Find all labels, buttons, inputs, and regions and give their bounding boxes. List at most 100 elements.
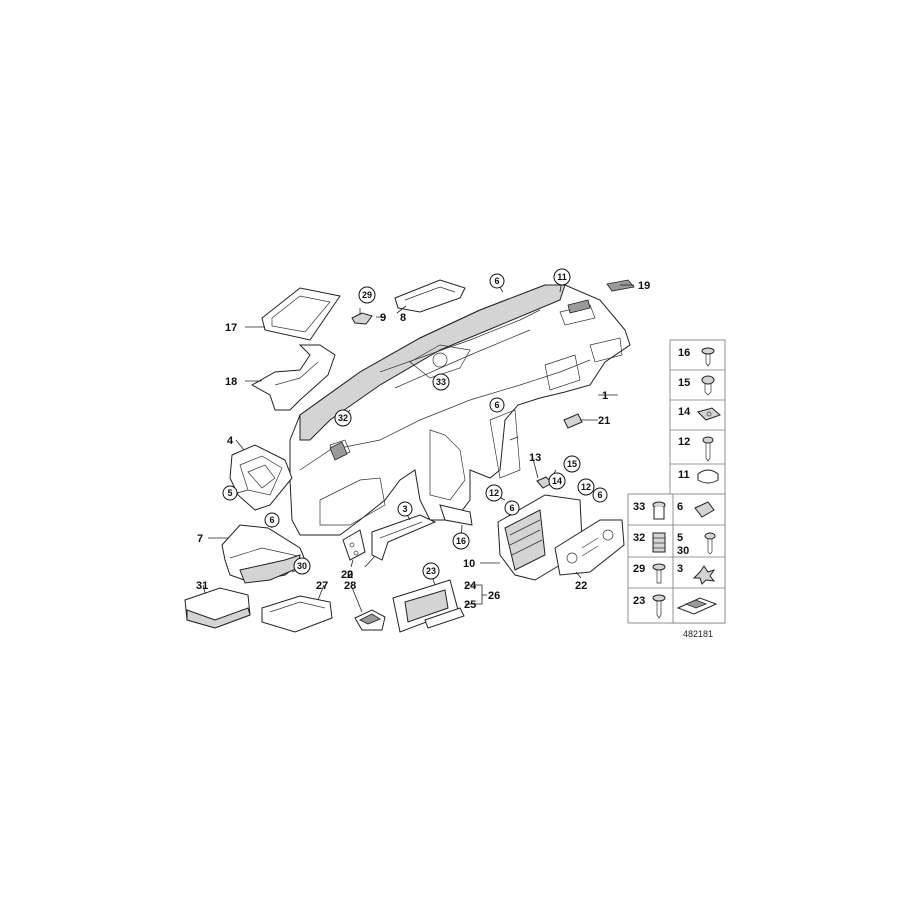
- callout-28: 28: [344, 580, 356, 592]
- part-31-module: [184, 587, 251, 629]
- legend-label-33: 33: [633, 501, 645, 513]
- callout-12-circled: 12: [485, 484, 503, 502]
- circled-callouts: 3 5 6 6 6 6 11 12 12 6 14 15 16 23 29 30…: [222, 268, 608, 580]
- part-3-strip: [371, 514, 437, 561]
- svg-text:6: 6: [509, 503, 514, 513]
- part-18-trim: [250, 344, 336, 411]
- callout-15-circled: 15: [563, 455, 581, 473]
- clip-6-icon: [694, 501, 715, 518]
- callout-6-circled: 6: [592, 487, 608, 503]
- svg-text:6: 6: [494, 400, 499, 410]
- callout-labels: 1 2 4 7 8 9 10 13 17 18 19 20 21 22 24 2…: [196, 280, 650, 611]
- callout-24: 24: [464, 580, 477, 592]
- callout-12-circled: 12: [577, 478, 595, 496]
- svg-text:5: 5: [227, 488, 232, 498]
- svg-text:32: 32: [338, 413, 348, 423]
- svg-text:6: 6: [494, 276, 499, 286]
- callout-32-circled: 32: [334, 409, 352, 427]
- part-20-bracket: [342, 529, 366, 561]
- svg-text:15: 15: [567, 459, 577, 469]
- svg-text:33: 33: [436, 377, 446, 387]
- callout-22: 22: [575, 580, 587, 592]
- callout-3-circled: 3: [397, 501, 413, 517]
- screw-15-icon: [701, 375, 715, 396]
- svg-text:23: 23: [426, 566, 436, 576]
- foam-pad-icon: [676, 597, 718, 615]
- screw-5-icon: [704, 532, 716, 555]
- callout-19: 19: [638, 280, 650, 292]
- part-29-clip: [351, 312, 373, 325]
- legend-label-16: 16: [678, 347, 690, 359]
- callout-30-circled: 30: [293, 557, 311, 575]
- part-4-bracket: [229, 444, 293, 511]
- callout-29-circled: 29: [358, 286, 376, 304]
- svg-text:6: 6: [597, 490, 602, 500]
- fastener-legend: 16 15 14 12 11 33 6 32 5 30 29 3 23 4821…: [627, 339, 726, 639]
- part-27-module: [261, 595, 333, 633]
- part-8-cover: [394, 279, 466, 313]
- callout-26: 26: [488, 590, 500, 602]
- svg-text:3: 3: [402, 504, 407, 514]
- part-19-grille: [606, 279, 635, 292]
- callout-6-circled: 6: [489, 273, 505, 289]
- callout-11-circled: 11: [553, 268, 571, 286]
- callout-6-circled: 6: [264, 512, 280, 528]
- spring-32-icon: [652, 532, 666, 553]
- screw-12-icon: [702, 436, 714, 462]
- screw-23-icon: [652, 594, 666, 619]
- callout-4: 4: [227, 435, 234, 447]
- legend-label-23: 23: [633, 595, 645, 607]
- callout-5-circled: 5: [222, 485, 238, 501]
- part-16-bracket: [439, 504, 473, 526]
- svg-text:6: 6: [269, 515, 274, 525]
- callout-6-circled: 6: [489, 397, 505, 413]
- callout-33-circled: 33: [432, 373, 450, 391]
- grommet-33-icon: [652, 501, 666, 520]
- svg-text:12: 12: [581, 482, 591, 492]
- svg-text:16: 16: [456, 536, 466, 546]
- legend-label-11: 11: [678, 469, 690, 481]
- callout-27: 27: [316, 580, 328, 592]
- part-7-glove-box: [221, 524, 306, 584]
- callout-17: 17: [225, 322, 237, 334]
- callout-1: 1: [602, 390, 608, 402]
- callout-20: 20: [341, 569, 353, 581]
- callout-16-circled: 16: [452, 532, 470, 550]
- callout-9: 9: [380, 312, 386, 324]
- legend-label-30: 30: [677, 545, 689, 557]
- svg-text:30: 30: [297, 561, 307, 571]
- callout-2: 2: [347, 569, 353, 581]
- legend-label-29: 29: [633, 563, 645, 575]
- callout-14-circled: 14: [548, 472, 566, 490]
- legend-label-3: 3: [677, 563, 683, 575]
- legend-label-5: 5: [677, 532, 683, 544]
- clip-nut-14-icon: [697, 407, 721, 421]
- callout-13: 13: [529, 452, 541, 464]
- part-28-cup: [354, 609, 386, 631]
- callout-25: 25: [464, 599, 476, 611]
- callout-8: 8: [400, 312, 406, 324]
- legend-label-15: 15: [678, 377, 690, 389]
- part-22-control-panel: [554, 519, 625, 576]
- legend-label-12: 12: [678, 436, 690, 448]
- svg-text:12: 12: [489, 488, 499, 498]
- star-nut-3-icon: [692, 565, 716, 585]
- callout-18: 18: [225, 376, 237, 388]
- dashboard-assembly: [289, 284, 631, 536]
- callout-10: 10: [463, 558, 475, 570]
- callout-6-circled: 6: [504, 500, 520, 516]
- callout-21: 21: [598, 415, 610, 427]
- legend-label-32: 32: [633, 532, 645, 544]
- svg-text:11: 11: [557, 272, 567, 282]
- screw-16-icon: [701, 347, 715, 367]
- callout-31: 31: [196, 580, 208, 592]
- svg-text:29: 29: [362, 290, 372, 300]
- bolt-29-icon: [652, 563, 666, 584]
- document-number: 482181: [683, 629, 713, 639]
- cap-11-icon: [697, 469, 719, 484]
- part-24-bezel: [392, 579, 465, 633]
- part-21: [563, 413, 583, 429]
- legend-label-14: 14: [678, 406, 691, 418]
- svg-text:14: 14: [552, 476, 562, 486]
